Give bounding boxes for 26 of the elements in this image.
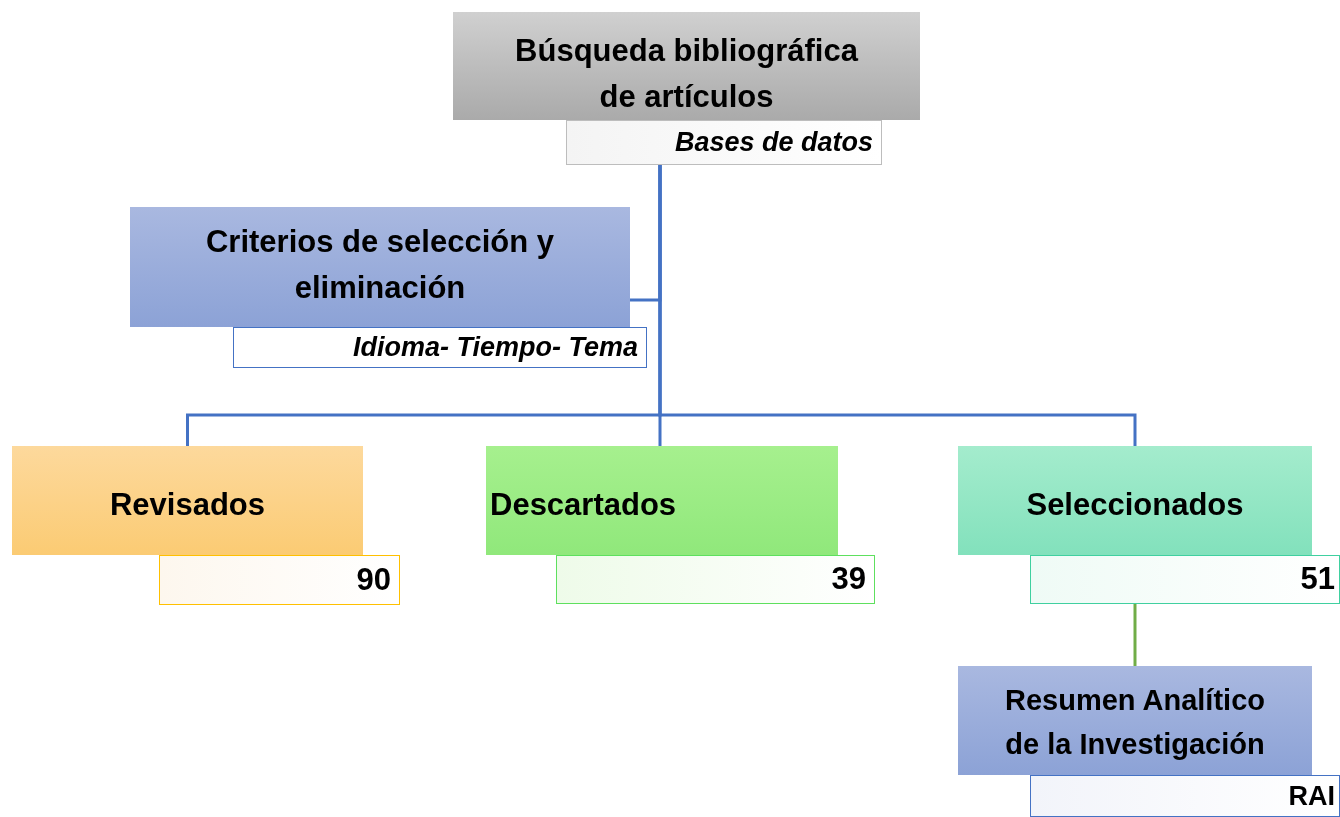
category-box <box>958 446 1312 555</box>
count-box <box>556 555 875 604</box>
tag-box <box>566 120 882 165</box>
count-box <box>1030 555 1340 604</box>
node-label: Búsqueda bibliográfica de artículos <box>514 32 860 116</box>
connector-line <box>658 165 1137 446</box>
tag-box <box>1030 775 1340 817</box>
process-box <box>958 666 1312 775</box>
node-label: RAI <box>1288 779 1335 813</box>
tag-box <box>233 327 647 368</box>
node-label: Revisados <box>109 486 266 524</box>
node-label: Descartados <box>490 486 677 524</box>
heading-box <box>453 12 920 120</box>
category-box <box>486 446 838 555</box>
node-label: Idioma- Tiempo- Tema <box>352 331 638 365</box>
node-label: Seleccionados <box>1026 486 1244 524</box>
node-label: 90 <box>356 560 391 599</box>
node-label: Resumen Analítico de la Investigación <box>1004 683 1266 762</box>
connector-line <box>1133 604 1137 666</box>
count-box <box>159 555 400 605</box>
node-label: Bases de datos <box>674 126 873 160</box>
process-box <box>130 207 630 327</box>
node-label: Criterios de selección y eliminación <box>204 223 555 307</box>
category-box <box>12 446 363 555</box>
node-label: 51 <box>1300 560 1335 599</box>
node-label: 39 <box>831 560 866 599</box>
